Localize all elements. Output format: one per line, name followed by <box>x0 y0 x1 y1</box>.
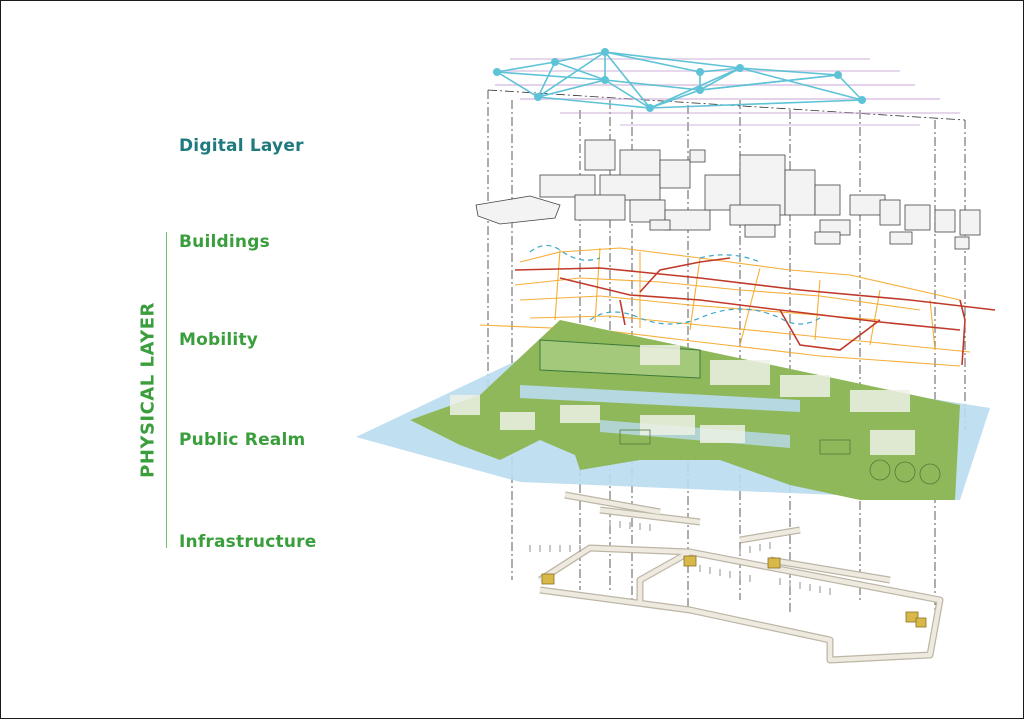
buildings-layer <box>475 139 981 250</box>
digital-layer-label: Digital Layer <box>179 136 304 156</box>
public-realm-layer <box>356 320 990 500</box>
physical-layer-bracket <box>166 232 167 548</box>
digital-dot-grid <box>495 58 960 126</box>
buildings-label: Buildings <box>179 232 270 252</box>
digital-network <box>493 48 960 126</box>
infrastructure-label: Infrastructure <box>179 532 317 552</box>
infrastructure-layer <box>529 491 944 664</box>
public-realm-label: Public Realm <box>179 430 306 450</box>
mobility-label: Mobility <box>179 330 259 350</box>
mobility-layer <box>479 244 996 367</box>
